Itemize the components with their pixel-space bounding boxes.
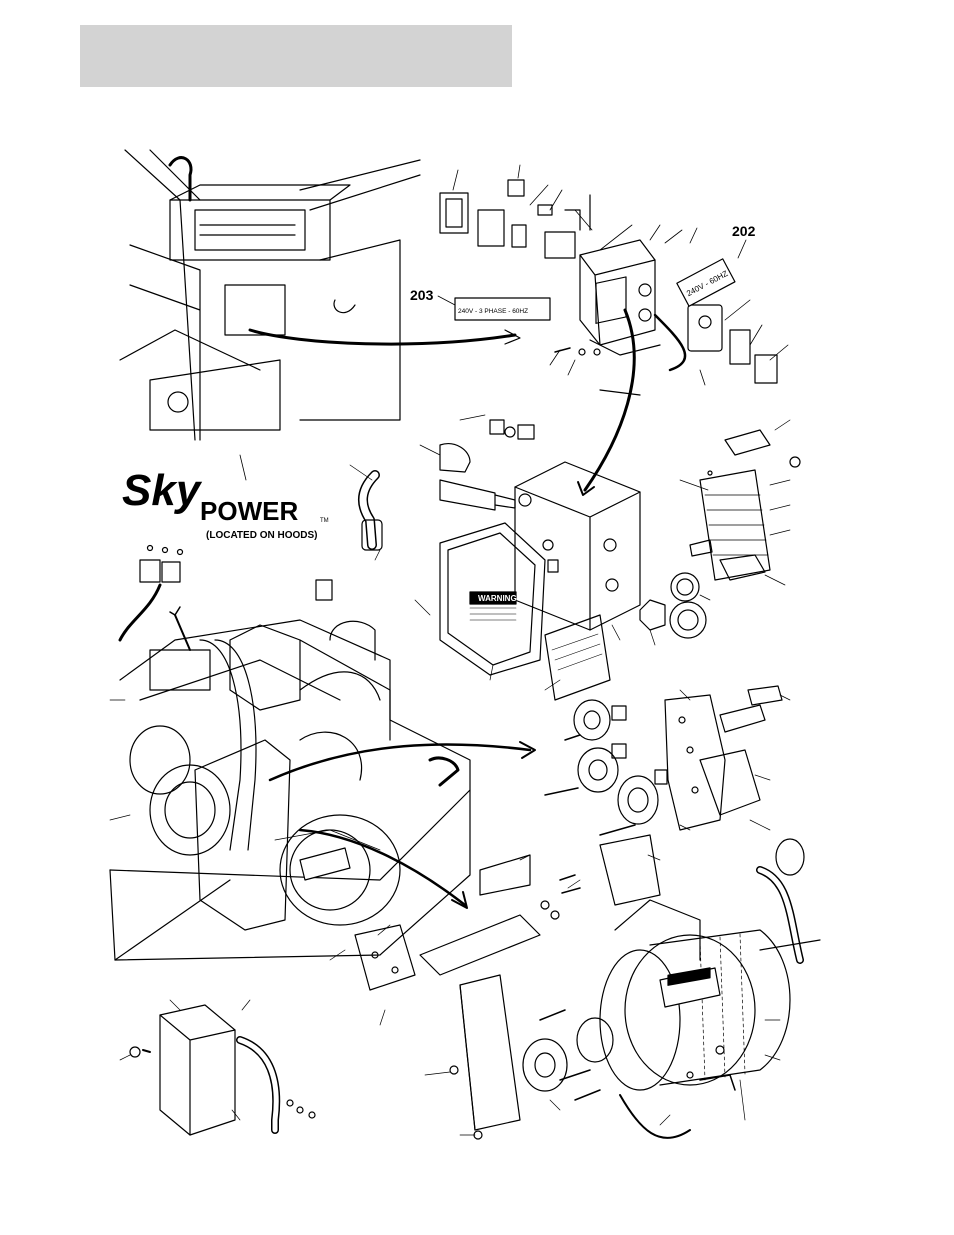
logo-sky: Sky [122, 466, 203, 515]
logo-tm: TM [320, 518, 329, 524]
callout-203: 203 [410, 287, 434, 303]
callout-202: 202 [732, 223, 756, 239]
idler-pulley-assembly [545, 686, 782, 835]
control-box-top [440, 165, 788, 395]
small-junction-box [130, 1005, 315, 1235]
junction-box: WARNING [362, 420, 800, 700]
logo-power: POWER [200, 496, 298, 526]
generator-assembly [355, 835, 820, 1139]
callout-202-group: 202 240V - 60HZ [677, 223, 756, 306]
decal-203-text: 240V - 3 PHASE - 60HZ [458, 308, 528, 315]
relay-cluster [120, 546, 190, 651]
engine-assembly [110, 580, 535, 960]
callout-203-group: 203 240V - 3 PHASE - 60HZ [410, 287, 550, 320]
arrow-to-junction-box [585, 310, 634, 490]
warning-plate-text: WARNING [478, 594, 517, 603]
skypower-logo: Sky POWER TM (LOCATED ON HOODS) [122, 455, 329, 541]
logo-note: (LOCATED ON HOODS) [206, 530, 317, 541]
